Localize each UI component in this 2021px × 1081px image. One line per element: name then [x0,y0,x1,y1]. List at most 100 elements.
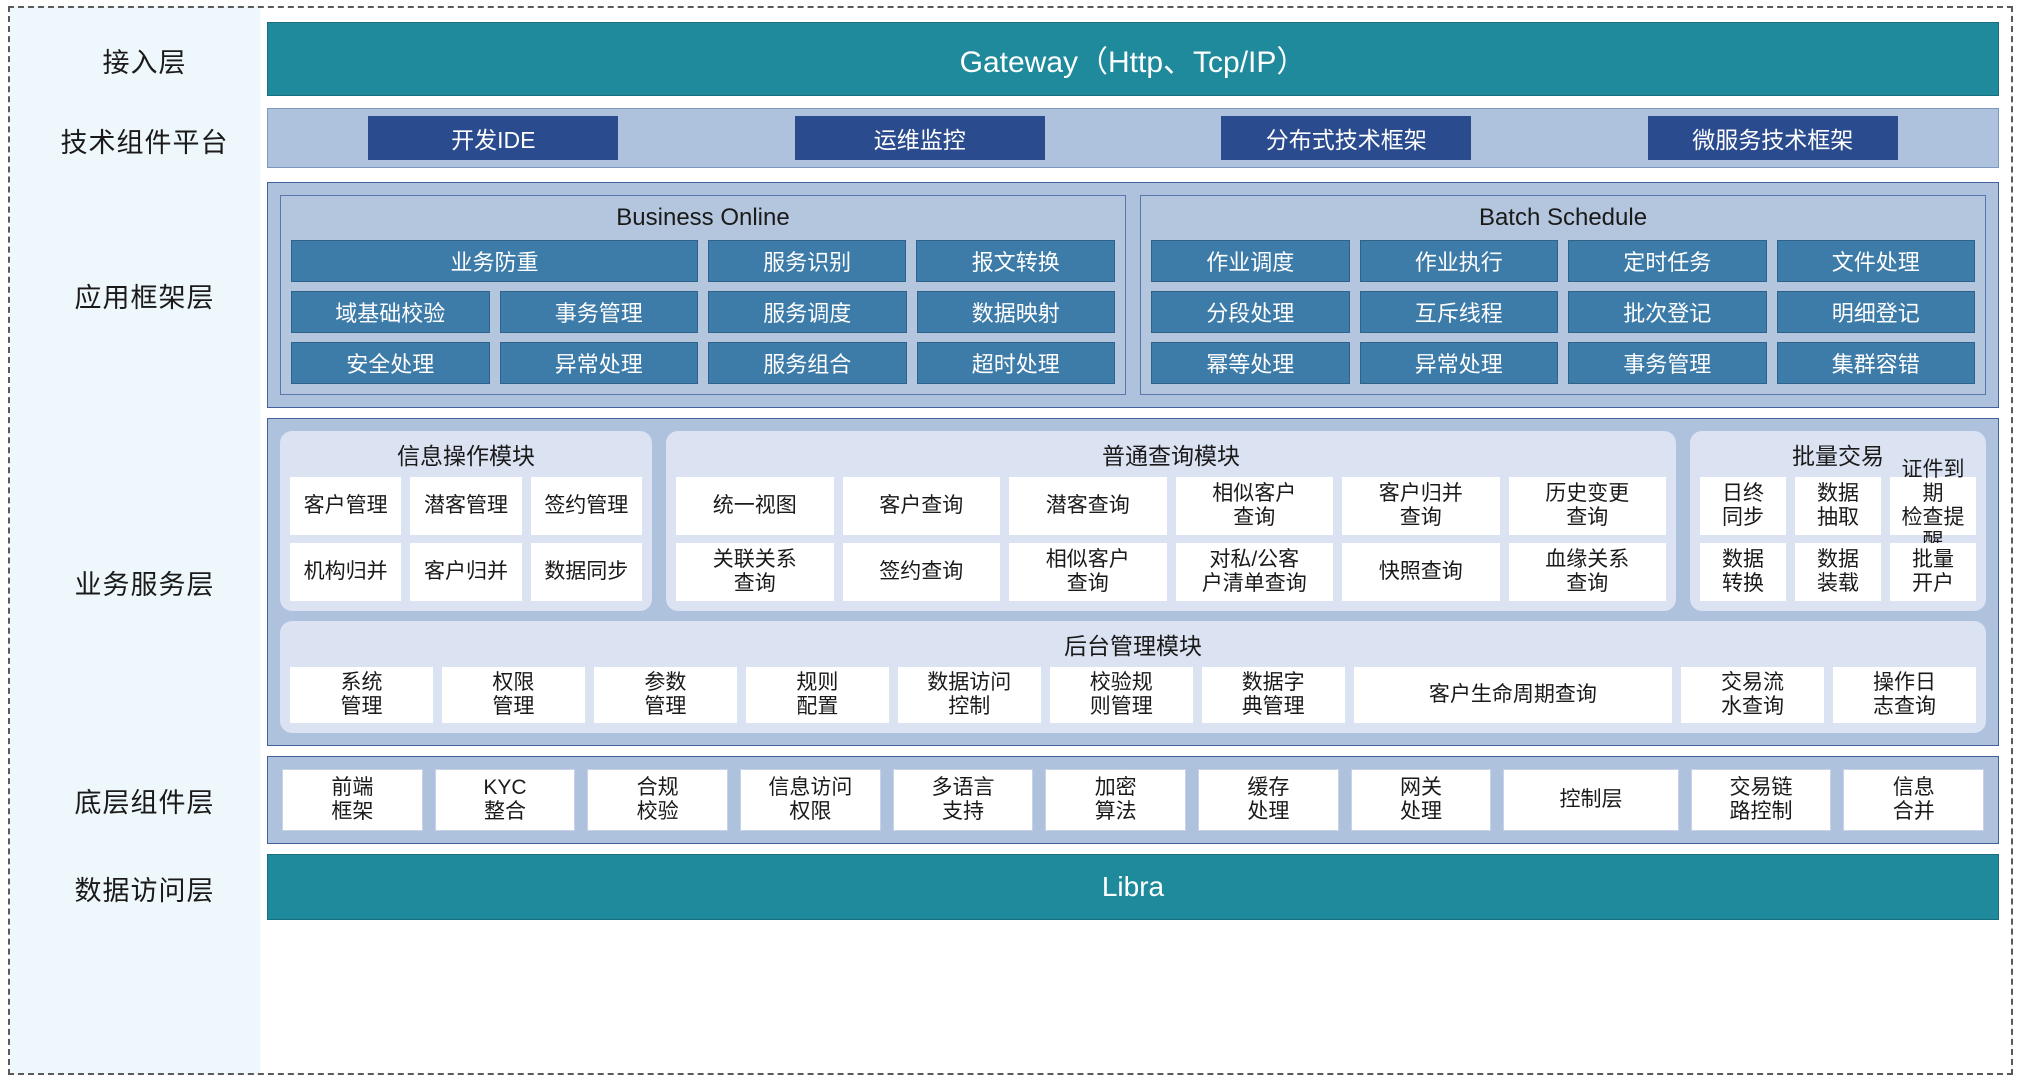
tech-chip-ops-monitor[interactable]: 运维监控 [794,116,1045,160]
layer-row-data: 数据访问层 Libra [22,854,1999,922]
base-cell[interactable]: 合规 校验 [587,769,729,831]
base-cell[interactable]: 缓存 处理 [1198,769,1339,831]
base-cell[interactable]: 信息访问 权限 [740,769,881,831]
tech-chip-distributed-framework[interactable]: 分布式技术框架 [1221,116,1472,160]
layer-label-data: 数据访问层 [74,875,215,906]
fw-cell[interactable]: 异常处理 [1359,342,1558,384]
module-cell[interactable]: 对私/公客 户清单查询 [1175,543,1333,601]
layer-row-app: 应用框架层 Business Online 业务防重 服务识别 报文转换 域 [22,182,1999,408]
module-row: 关联关系 查询 签约查询 相似客户 查询 对私/公客 户清单查询 快照查询 血缘… [676,543,1666,601]
fw-cell[interactable]: 域基础校验 [291,291,490,333]
module-cell[interactable]: 潜客管理 [410,477,522,535]
module-cell[interactable]: 关联关系 查询 [676,543,834,601]
layer-row-access: 接入层 Gateway（Http、Tcp/IP） [22,22,1999,98]
admin-cell[interactable]: 操作日 志查询 [1833,667,1976,723]
fw-cell[interactable]: 批次登记 [1568,291,1767,333]
tech-platform-band: 开发IDE 运维监控 分布式技术框架 微服务技术框架 [267,108,1999,168]
tech-chip-ide[interactable]: 开发IDE [368,116,619,160]
layer-label-business: 业务服务层 [74,569,215,600]
module-cell[interactable]: 潜客查询 [1009,477,1167,535]
admin-cell[interactable]: 数据字 典管理 [1201,667,1345,723]
fw-cell[interactable]: 事务管理 [499,291,698,333]
fw-cell[interactable]: 作业调度 [1151,240,1350,282]
module-cell[interactable]: 数据 抽取 [1795,477,1881,535]
fw-cell[interactable]: 明细登记 [1776,291,1975,333]
business-modules-row: 信息操作模块 客户管理 潜客管理 签约管理 机构归并 客户归并 [280,431,1986,611]
base-cell[interactable]: 交易链 路控制 [1690,769,1832,831]
module-cell[interactable]: 客户查询 [842,477,1000,535]
module-title-admin-management: 后台管理模块 [1064,633,1202,659]
fw-cell[interactable]: 超时处理 [916,342,1115,384]
module-cell[interactable]: 血缘关系 查询 [1508,543,1666,601]
fw-cell[interactable]: 服务调度 [708,291,907,333]
gateway-banner[interactable]: Gateway（Http、Tcp/IP） [267,22,1999,96]
module-row: 机构归并 客户归并 数据同步 [290,543,642,601]
layer-label-app: 应用框架层 [74,282,215,313]
fw-cell[interactable]: 业务防重 [291,240,698,282]
fw-cell[interactable]: 互斥线程 [1359,291,1558,333]
admin-cell[interactable]: 参数 管理 [593,667,737,723]
fw-cell[interactable]: 分段处理 [1151,291,1350,333]
module-cell[interactable]: 客户归并 查询 [1342,477,1500,535]
layer-row-tech: 技术组件平台 开发IDE 运维监控 分布式技术框架 微服务技术框架 [22,108,1999,172]
layer-label-access: 接入层 [102,47,187,78]
module-cell[interactable]: 数据 装载 [1795,543,1881,601]
module-row: 日终 同步 数据 抽取 证件到期 检查提醒 [1700,458,1976,553]
module-batch-transaction: 批量交易 日终 同步 数据 抽取 证件到期 检查提醒 数据 转换 数据 装载 [1690,431,1986,611]
fw-cell[interactable]: 文件处理 [1776,240,1975,282]
base-cell[interactable]: 多语言 支持 [892,769,1034,831]
fw-row: 幂等处理 异常处理 事务管理 集群容错 [1151,342,1975,384]
base-cell[interactable]: 加密 算法 [1045,769,1187,831]
base-component-band: 前端 框架 KYC 整合 合规 校验 信息访问 权限 多语言 支持 加密 算法 … [267,756,1999,844]
admin-cell[interactable]: 系统 管理 [290,667,433,723]
fw-cell[interactable]: 数据映射 [916,291,1115,333]
module-cell[interactable]: 相似客户 查询 [1009,543,1167,601]
panel-business-online: Business Online 业务防重 服务识别 报文转换 域基础校验 事务管… [280,195,1126,395]
layer-label-base: 底层组件层 [74,787,215,818]
fw-cell[interactable]: 集群容错 [1776,342,1975,384]
layer-label-tech: 技术组件平台 [60,127,229,158]
base-cell[interactable]: 控制层 [1503,769,1679,831]
module-common-query: 普通查询模块 统一视图 客户查询 潜客查询 相似客户 查询 客户归并 查询 历史… [666,431,1676,611]
module-cell[interactable]: 统一视图 [676,477,834,535]
admin-cell[interactable]: 客户生命周期查询 [1353,667,1673,723]
module-cell[interactable]: 签约管理 [530,477,642,535]
base-cell[interactable]: 前端 框架 [282,769,423,831]
module-cell[interactable]: 数据 转换 [1700,543,1786,601]
fw-cell[interactable]: 服务识别 [707,240,907,282]
module-cell[interactable]: 数据同步 [530,543,642,601]
admin-cell[interactable]: 权限 管理 [441,667,585,723]
base-cell[interactable]: 网关 处理 [1350,769,1492,831]
module-cell[interactable]: 相似客户 查询 [1175,477,1333,535]
layer-row-business: 业务服务层 信息操作模块 客户管理 潜客管理 签约管理 [22,418,1999,746]
fw-cell[interactable]: 服务组合 [708,342,907,384]
module-cell[interactable]: 证件到期 检查提醒 [1890,458,1976,553]
fw-cell[interactable]: 异常处理 [499,342,698,384]
module-row: 数据 转换 数据 装载 批量 开户 [1700,543,1976,601]
module-admin-management: 后台管理模块 系统 管理 权限 管理 参数 管理 规则 配置 数据访问 控制 校… [280,621,1986,733]
fw-cell[interactable]: 事务管理 [1568,342,1767,384]
module-cell[interactable]: 签约查询 [842,543,1000,601]
fw-cell[interactable]: 作业执行 [1359,240,1558,282]
libra-banner[interactable]: Libra [267,854,1999,920]
admin-cell[interactable]: 数据访问 控制 [897,667,1041,723]
admin-cell[interactable]: 交易流 水查询 [1681,667,1825,723]
base-cell[interactable]: 信息 合并 [1843,769,1985,831]
fw-cell[interactable]: 幂等处理 [1151,342,1350,384]
module-cell[interactable]: 客户管理 [290,477,402,535]
fw-cell[interactable]: 安全处理 [291,342,490,384]
module-cell[interactable]: 批量 开户 [1890,543,1976,601]
module-cell[interactable]: 快照查询 [1342,543,1500,601]
module-cell[interactable]: 日终 同步 [1700,477,1786,535]
layer-row-base: 底层组件层 前端 框架 KYC 整合 合规 校验 信息访问 权限 多语言 支持 … [22,756,1999,844]
fw-cell[interactable]: 定时任务 [1568,240,1767,282]
fw-cell[interactable]: 报文转换 [916,240,1115,282]
admin-cell[interactable]: 校验规 则管理 [1049,667,1193,723]
module-cell[interactable]: 历史变更 查询 [1508,477,1666,535]
module-cell[interactable]: 客户归并 [410,543,522,601]
tech-chip-microservice-framework[interactable]: 微服务技术框架 [1647,116,1898,160]
admin-cell[interactable]: 规则 配置 [745,667,889,723]
base-cell[interactable]: KYC 整合 [434,769,576,831]
module-cell[interactable]: 机构归并 [290,543,402,601]
